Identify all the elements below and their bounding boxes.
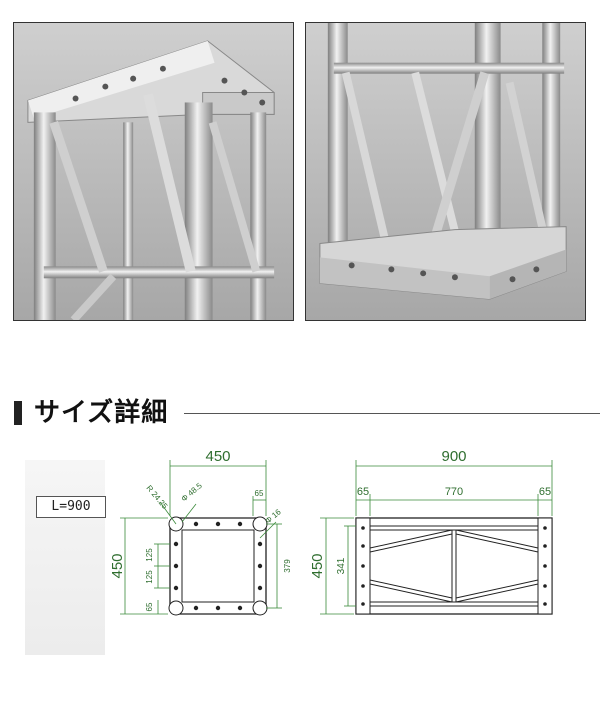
side-height-dim: 450	[309, 553, 326, 578]
dimension-drawing: 450 65 450 125 125 65 379 R 24.25 Φ 48.5…	[109, 448, 553, 616]
section-title: サイズ詳細	[34, 398, 169, 428]
front-inner-dim: 379	[283, 559, 292, 573]
front-hole-dim: Φ 16	[264, 507, 284, 525]
front-width-dim: 450	[205, 448, 230, 465]
front-pitch1-dim: 125	[145, 548, 154, 562]
front-view: 450 65 450 125 125 65 379 R 24.25 Φ 48.5…	[109, 448, 292, 616]
front-radius-dim: R 24.25	[144, 484, 169, 512]
front-pitch2-dim: 125	[145, 570, 154, 584]
front-pipe-dim: Φ 48.5	[180, 481, 205, 504]
truss-bottom-photo	[305, 22, 586, 321]
side-left-dim: 65	[357, 486, 369, 498]
truss-top-photo	[13, 22, 294, 321]
side-middle-dim: 770	[445, 486, 463, 498]
side-right-dim: 65	[539, 486, 551, 498]
length-label: L=900	[36, 496, 106, 518]
truss-bottom-photo-icon	[306, 23, 585, 320]
front-height-dim: 450	[109, 553, 126, 578]
section-bar	[14, 401, 22, 425]
front-edge-dim: 65	[255, 489, 264, 498]
side-length-dim: 900	[441, 448, 466, 465]
truss-top-photo-icon	[14, 23, 293, 320]
side-view: 900 65 770 65 450 341	[309, 448, 553, 615]
front-bottom-dim: 65	[145, 602, 154, 611]
section-rule	[184, 413, 600, 414]
side-inner-dim: 341	[336, 557, 347, 574]
section-header: サイズ詳細	[14, 395, 600, 431]
drawing-background	[25, 460, 105, 655]
